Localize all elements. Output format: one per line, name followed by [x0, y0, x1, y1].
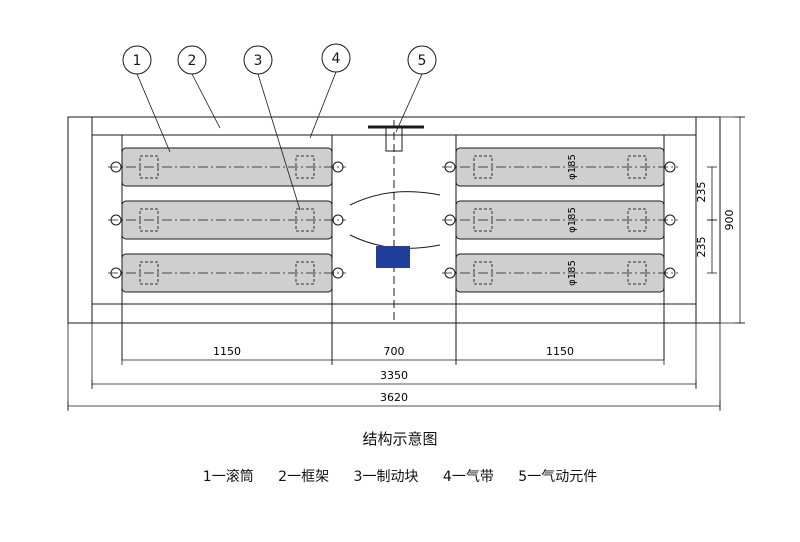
- dim-inner-width: 3350: [380, 369, 408, 382]
- bearing: [444, 161, 456, 173]
- bearing: [444, 267, 456, 279]
- balloon-number: 5: [418, 53, 427, 69]
- balloon-leader: [191, 73, 221, 129]
- balloon-leader: [309, 71, 337, 139]
- roller-diameter-label: φ185: [567, 154, 578, 180]
- bearing: [332, 214, 344, 226]
- bearing: [110, 267, 122, 279]
- frame: [67, 116, 721, 360]
- balloon-leader: [395, 73, 423, 133]
- dim-height: 900: [723, 210, 736, 231]
- bearing: [110, 214, 122, 226]
- pneumatic-valve: [385, 126, 403, 152]
- balloon-circle: [177, 45, 207, 75]
- legend-item-air-bag: 4一气带: [442, 469, 494, 485]
- bearing: [664, 161, 676, 173]
- legend-item-pneumatic: 5一气动元件: [518, 469, 598, 485]
- balloons: 1 2 3 4 5: [122, 43, 437, 211]
- dim-left-section: 1150: [213, 345, 241, 358]
- bearing: [110, 161, 122, 173]
- dim-center-gap: 700: [384, 345, 405, 358]
- balloon-leader: [257, 73, 301, 211]
- balloon-circle: [122, 45, 152, 75]
- dimension-lines: [67, 116, 745, 411]
- bearing: [332, 267, 344, 279]
- dim-pitch-bottom: 235: [695, 237, 708, 258]
- bearing: [664, 214, 676, 226]
- legend-item-brake-block: 3一制动块: [353, 469, 419, 485]
- dim-overall-width: 3620: [380, 391, 408, 404]
- frame-inner: [91, 116, 697, 324]
- legend-item-roller: 1一滚筒: [202, 469, 254, 485]
- balloon-number: 4: [332, 51, 341, 67]
- legend-item-frame: 2一框架: [278, 469, 330, 485]
- balloon-number: 2: [188, 53, 197, 69]
- dim-pitch-top: 235: [695, 182, 708, 203]
- bearing: [444, 214, 456, 226]
- dim-right-section: 1150: [546, 345, 574, 358]
- roller-diameter-label: φ185: [567, 260, 578, 286]
- balloon-circle: [407, 45, 437, 75]
- bearing: [332, 161, 344, 173]
- control-panel: [376, 246, 410, 268]
- balloon-number: 3: [254, 53, 263, 69]
- bearing: [664, 267, 676, 279]
- balloon-circle: [321, 43, 351, 73]
- balloon-leader: [136, 73, 171, 153]
- balloon-circle: [243, 45, 273, 75]
- rollers: [108, 147, 678, 293]
- structure-diagram: 1 2 3 4 5 1150 700 1150 3350 3620 900 235 23…: [67, 43, 745, 411]
- balloon-number: 1: [133, 53, 142, 69]
- legend: 1一滚筒 2一框架 3一制动块 4一气带 5一气动元件: [0, 466, 800, 486]
- air-hose-top: [349, 191, 441, 206]
- roller-diameter-label: φ185: [567, 207, 578, 233]
- diagram-title: 结构示意图: [362, 430, 438, 448]
